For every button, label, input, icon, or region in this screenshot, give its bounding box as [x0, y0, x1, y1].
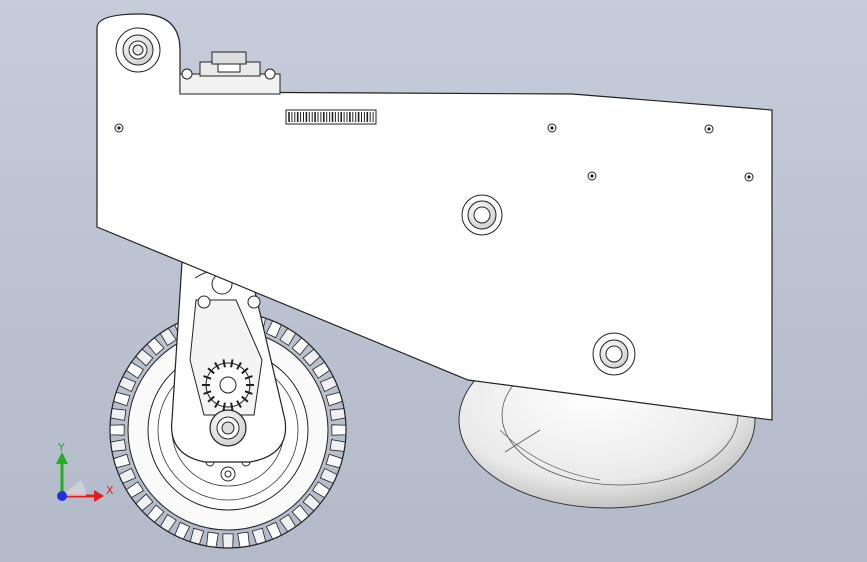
tread-block — [329, 439, 346, 452]
tread-block — [279, 514, 297, 533]
bearing-upper — [461, 194, 503, 236]
tread-block — [222, 533, 234, 549]
triad-x-label: X — [106, 484, 114, 497]
triad-y-label: Y — [57, 441, 65, 454]
gear-tooth — [207, 367, 215, 375]
gear-tooth — [203, 390, 212, 395]
gear-tooth — [222, 359, 226, 368]
tread-block — [206, 531, 219, 548]
tread-block — [125, 361, 144, 379]
coordinate-triad: Y X — [56, 441, 114, 502]
triad-z-axis — [57, 491, 67, 501]
tread-block — [146, 504, 165, 523]
tread-block — [279, 327, 297, 346]
motor-mount[interactable] — [179, 51, 281, 95]
tread-block — [135, 348, 154, 367]
gear-tooth — [230, 359, 234, 368]
gear-tooth — [236, 400, 242, 409]
tread-block — [302, 348, 321, 367]
tread-block — [312, 481, 331, 499]
tread-block — [109, 424, 125, 436]
gear-tooth — [203, 375, 212, 380]
bearing-lower — [592, 332, 636, 376]
tread-block — [291, 504, 310, 523]
gear-tooth — [230, 402, 234, 411]
tread-block — [146, 337, 165, 356]
label-plate — [285, 109, 377, 125]
gear-tooth — [222, 402, 226, 411]
gear-tooth — [244, 390, 253, 395]
tread-block — [135, 493, 154, 512]
gear-tooth — [214, 361, 220, 370]
gear-tooth — [241, 395, 249, 403]
swing-arm[interactable] — [171, 261, 287, 463]
wheel-tread — [109, 311, 347, 549]
mounting-screws — [114, 123, 754, 182]
tread-block — [159, 327, 177, 346]
tread-block — [291, 337, 310, 356]
gear-tooth — [214, 400, 220, 409]
tread-block — [237, 531, 250, 548]
gear-tooth — [244, 375, 253, 380]
tread-block — [329, 408, 346, 421]
gear-tooth — [236, 361, 242, 370]
tread-block — [110, 439, 127, 452]
tread-block — [110, 408, 127, 421]
main-plate[interactable] — [96, 13, 773, 421]
tread-block — [125, 481, 144, 499]
gear-tooth — [241, 367, 249, 375]
drive-gear — [202, 359, 254, 411]
tread-block — [159, 514, 177, 533]
tread-block — [312, 361, 331, 379]
tread-block — [302, 493, 321, 512]
tread-block — [331, 424, 347, 436]
gear-tooth — [207, 395, 215, 403]
